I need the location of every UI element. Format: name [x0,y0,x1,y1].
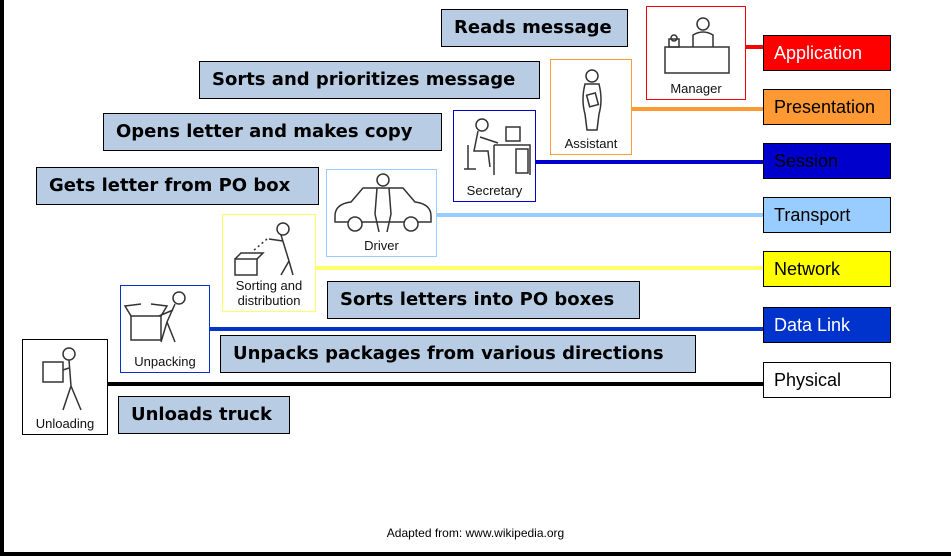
role-manager: Manager [646,6,746,100]
application-connector-line [745,45,765,49]
secretary-at-computer-icon [464,118,531,175]
layer-transport: Transport [763,197,891,233]
session-connector-line [533,160,765,164]
source-credit: Adapted from: www.wikipedia.org [386,526,565,540]
step-gets-letter-from-po-box: Gets letter from PO box [36,167,319,205]
layer-application: Application [763,35,891,71]
driver-with-car-icon [334,173,432,233]
role-label-sorting-line-1: Sorting and [235,278,303,293]
role-label-manager: Manager [670,81,722,96]
presentation-connector-line [631,107,765,111]
data-link-connector-line [209,327,765,331]
physical-connector-line [107,382,765,386]
role-label-driver: Driver [364,238,399,253]
role-sorting-and-distribution: Sorting and distribution [222,214,316,312]
network-connector-line [314,266,765,270]
role-label-unloading: Unloading [35,416,95,431]
layer-network: Network [763,251,891,287]
step-reads-message: Reads message [441,9,628,47]
manager-at-desk-icon [664,17,730,74]
layer-data-link: Data Link [763,307,891,343]
role-driver: Driver [326,169,437,257]
frame-bottom-border [0,552,951,556]
step-sorts-and-prioritizes-message: Sorts and prioritizes message [199,61,540,99]
role-label-assistant: Assistant [564,136,618,151]
role-unloading: Unloading [22,339,108,435]
person-opening-box-icon [123,291,186,343]
assistant-holding-paper-icon [582,69,602,131]
role-label-sorting-and-distribution: Sorting and distribution [223,278,315,308]
frame-left-border [0,0,4,556]
layer-physical: Physical [763,362,891,398]
step-unloads-truck: Unloads truck [118,396,290,434]
transport-connector-line [436,213,765,217]
step-unpacks-packages: Unpacks packages from various directions [220,335,696,373]
person-sorting-box-icon [234,222,294,276]
role-label-sorting-line-2: distribution [237,293,301,308]
layer-session: Session [763,143,891,179]
role-label-secretary: Secretary [466,183,523,198]
role-secretary: Secretary [453,110,536,202]
person-carrying-box-icon [42,347,82,411]
step-sorts-letters-into-po-boxes: Sorts letters into PO boxes [327,281,640,319]
role-unpacking: Unpacking [120,285,210,373]
role-label-unpacking: Unpacking [134,354,196,369]
layer-presentation: Presentation [763,89,891,125]
step-opens-letter-and-makes-copy: Opens letter and makes copy [103,113,442,151]
role-assistant: Assistant [550,59,632,155]
